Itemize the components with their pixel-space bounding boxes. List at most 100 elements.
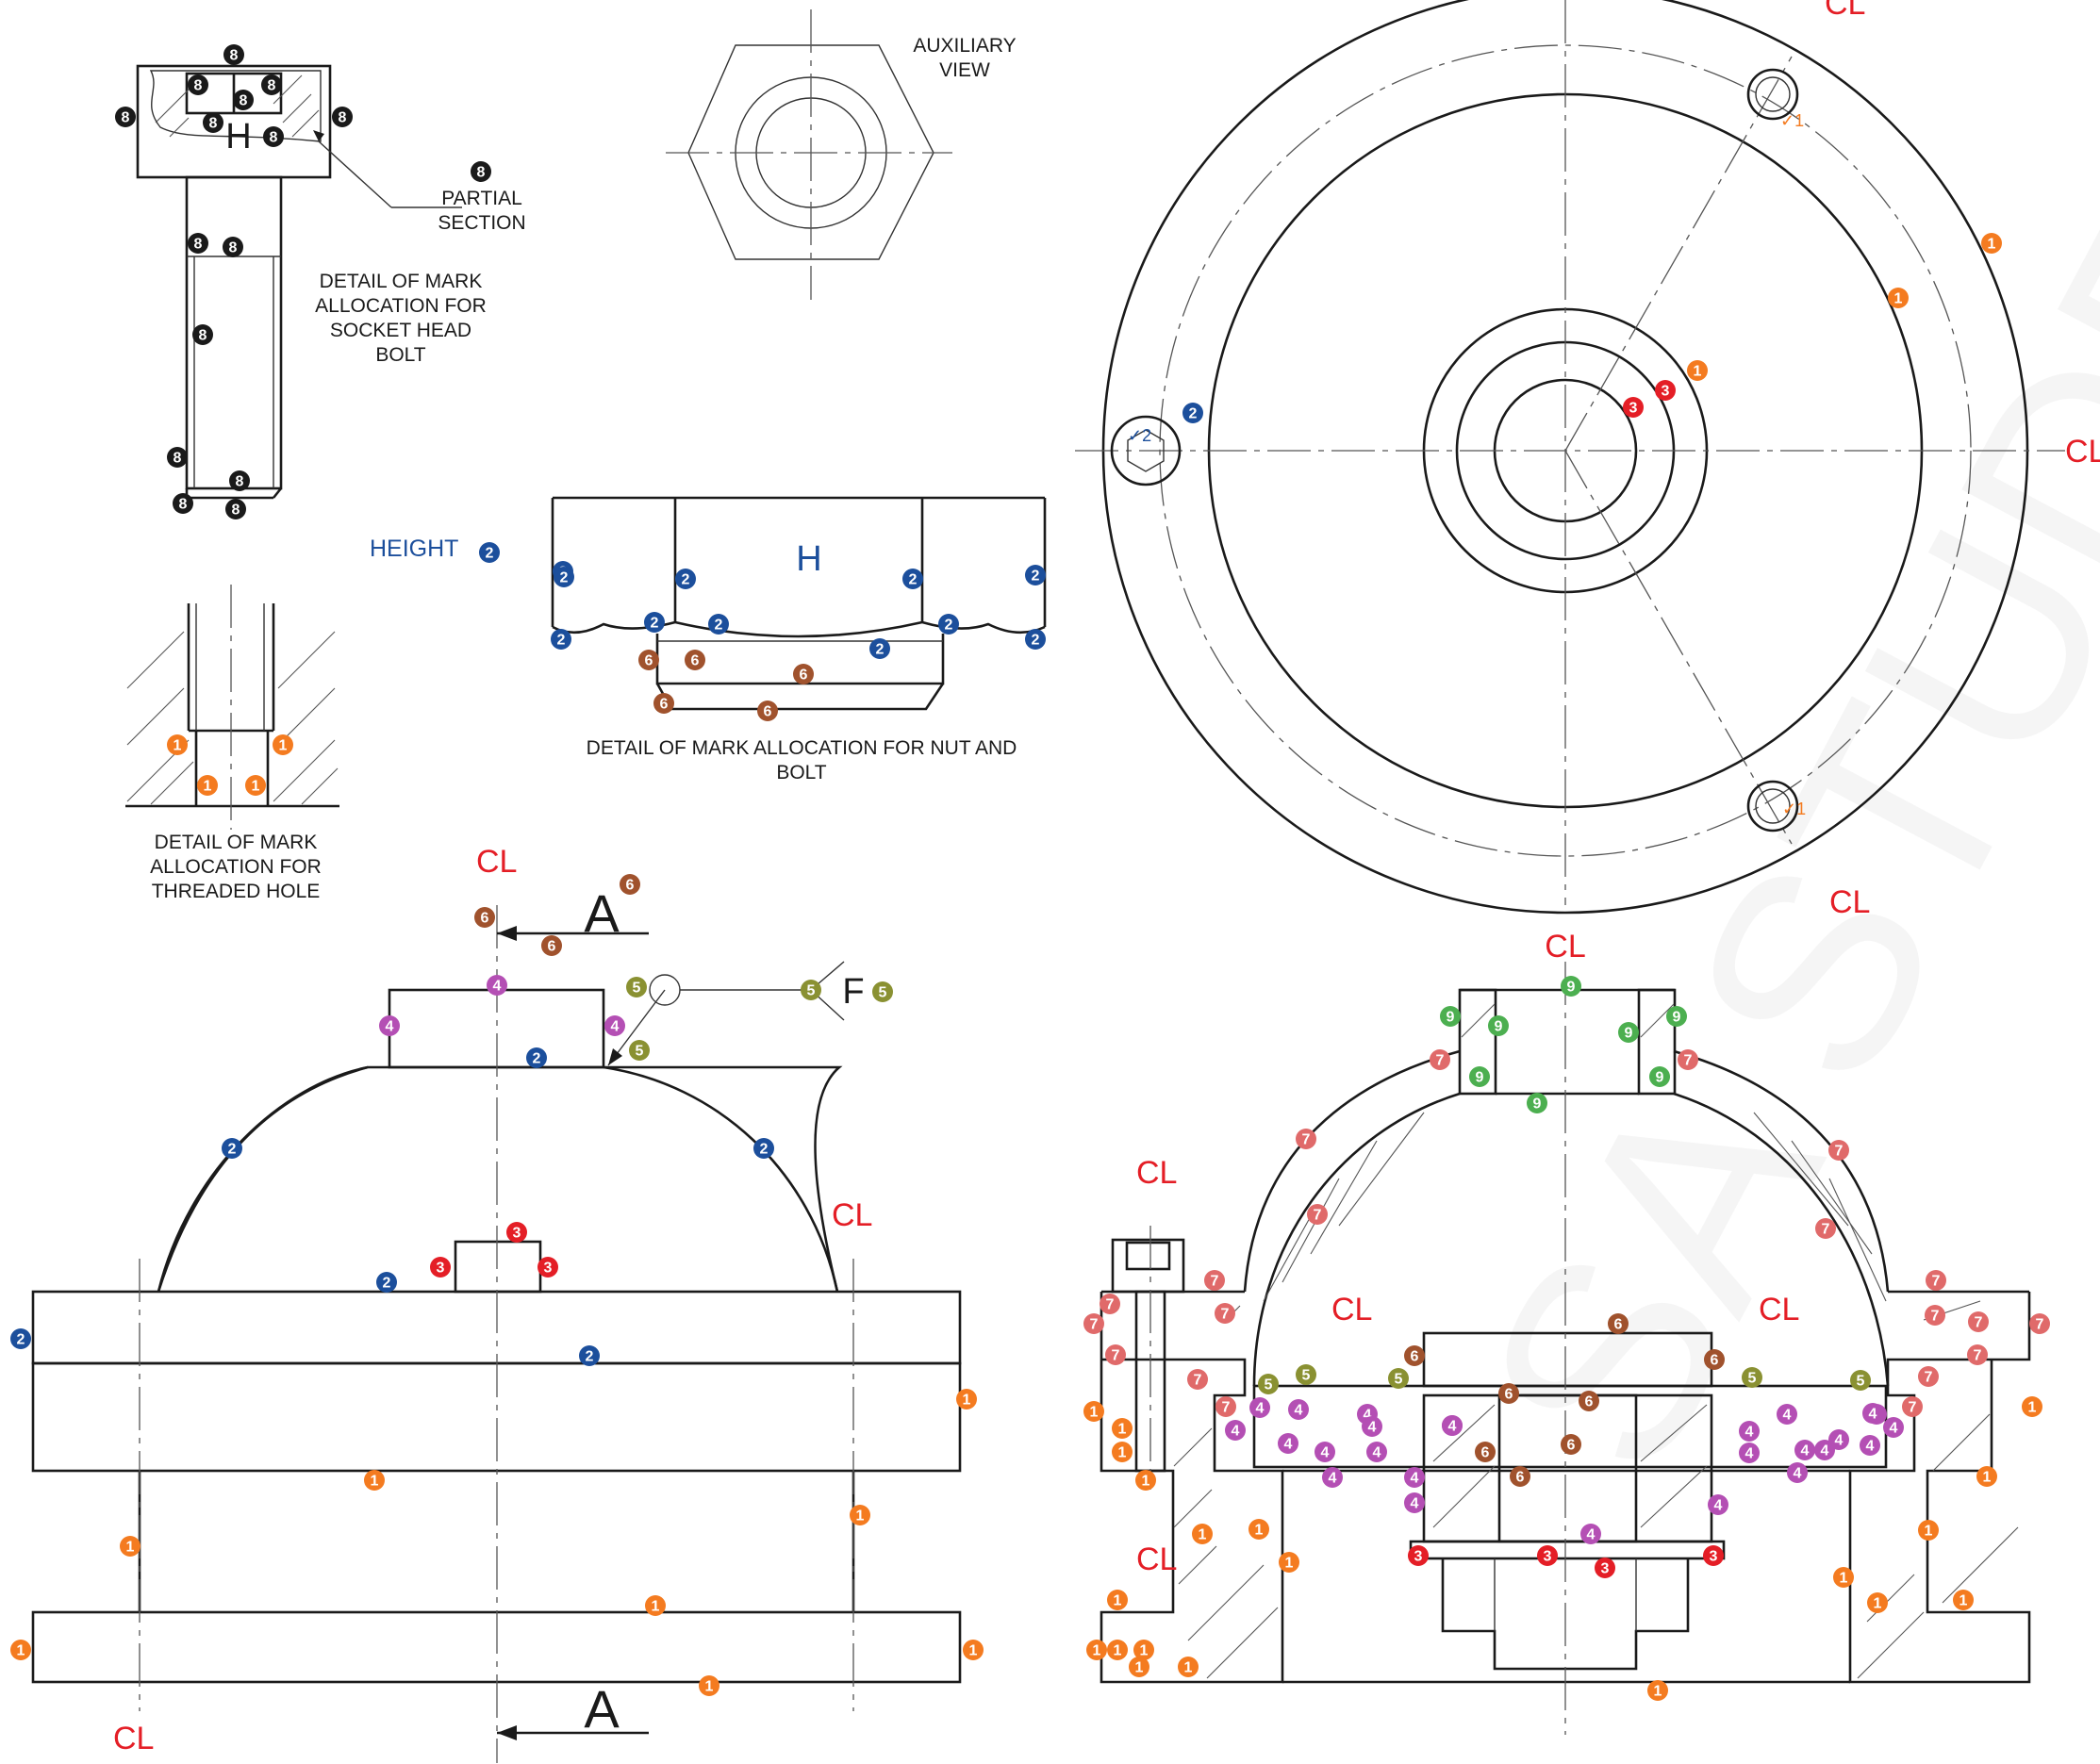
svg-text:4: 4 [1232,1424,1240,1440]
mark-1-icon: 1 [1112,1442,1133,1462]
mark-1-icon: 1 [1647,1680,1668,1701]
height-legend-label: HEIGHT [370,536,458,562]
mark-1-icon: 1 [645,1595,666,1616]
mark-7-icon: 7 [1215,1396,1236,1417]
svg-text:3: 3 [1414,1549,1423,1565]
mark-6-icon: 6 [1579,1391,1599,1411]
mark-6-icon: 6 [1608,1313,1629,1334]
svg-text:2: 2 [760,1142,769,1158]
mark-7-icon: 7 [1296,1129,1316,1149]
svg-text:6: 6 [1411,1349,1419,1365]
centre-line-label: CL [2065,434,2100,470]
svg-text:8: 8 [240,93,248,109]
svg-text:4: 4 [1364,1408,1372,1424]
svg-text:4: 4 [1890,1421,1898,1437]
mark-1-icon: 1 [2022,1396,2042,1417]
mark-2-icon: 2 [1025,565,1046,585]
mark-6-icon: 6 [1510,1466,1530,1487]
mark-1-icon: 1 [1279,1552,1299,1573]
mark-1-icon: 1 [1178,1657,1199,1677]
svg-text:1: 1 [1140,1643,1149,1659]
svg-text:4: 4 [493,979,502,995]
svg-text:6: 6 [1614,1317,1623,1333]
svg-text:2: 2 [17,1332,25,1348]
section-letter-bottom: A [584,1679,620,1739]
svg-text:7: 7 [2036,1317,2044,1333]
svg-text:3: 3 [437,1261,445,1277]
svg-text:6: 6 [1481,1445,1490,1461]
svg-text:2: 2 [1032,569,1040,585]
mark-5-icon: 5 [1296,1364,1316,1385]
svg-text:7: 7 [1684,1053,1693,1069]
mark-1-icon: 1 [1133,1640,1154,1660]
mark-8-icon: 8 [225,499,246,519]
centre-line-label: CL [1829,884,1870,920]
mark-2-icon: 2 [579,1345,600,1366]
svg-text:7: 7 [1436,1053,1445,1069]
svg-text:4: 4 [1783,1408,1792,1424]
front-elevation [31,905,962,1763]
svg-text:9: 9 [1495,1019,1503,1035]
mark-2-icon: 2 [1182,403,1203,423]
mark-2-icon: 2 [222,1138,242,1159]
mark-1-icon: 1 [245,775,266,796]
svg-text:8: 8 [270,130,278,146]
mark-1-icon: 1 [1135,1470,1156,1491]
mark-1-icon: 1 [699,1675,719,1696]
svg-text:6: 6 [1585,1394,1594,1410]
socket-bolt-caption-line2: ALLOCATION FOR [315,295,487,317]
svg-text:5: 5 [807,983,816,999]
svg-text:4: 4 [1295,1403,1303,1419]
svg-text:8: 8 [194,78,203,94]
svg-text:9: 9 [1476,1070,1484,1086]
mark-7-icon: 7 [1083,1313,1104,1334]
mark-1-icon: 1 [1953,1590,1974,1610]
svg-text:1: 1 [1285,1556,1294,1572]
threaded-hole-caption-line3: THREADED HOLE [152,881,321,902]
svg-text:7: 7 [1975,1315,1983,1331]
mark-7-icon: 7 [1828,1140,1849,1161]
svg-text:7: 7 [1909,1400,1917,1416]
svg-text:3: 3 [1710,1549,1718,1565]
svg-text:1: 1 [1184,1660,1193,1676]
svg-text:4: 4 [1745,1425,1754,1441]
svg-text:5: 5 [636,1044,644,1060]
mark-8-icon: 8 [471,161,491,182]
svg-text:8: 8 [199,328,207,344]
svg-text:6: 6 [800,668,808,684]
mark-4-icon: 4 [1249,1397,1270,1418]
svg-text:1: 1 [1983,1470,1992,1486]
hexagon-socket-icon [1127,429,1165,472]
svg-text:4: 4 [1821,1443,1829,1459]
mark-8-icon: 8 [263,126,284,147]
svg-text:3: 3 [1601,1561,1610,1577]
threaded-hole-detail [125,585,339,830]
mark-7-icon: 7 [1100,1294,1120,1314]
mark-9-icon: 9 [1561,976,1581,997]
mark-7-icon: 7 [1925,1305,1945,1326]
svg-text:4: 4 [1373,1445,1381,1461]
svg-text:7: 7 [1112,1348,1120,1364]
partial-section-line1: PARTIAL [441,188,522,209]
mark-4-icon: 4 [1322,1467,1343,1488]
mark-1-icon: 1 [850,1505,870,1525]
svg-text:1: 1 [1255,1523,1264,1539]
svg-text:1: 1 [1090,1405,1099,1421]
mark-1-icon: 1 [956,1389,977,1410]
mark-7-icon: 7 [1678,1049,1698,1070]
mark-3-icon: 3 [1623,397,1644,418]
mark-5-icon: 5 [629,1040,650,1061]
mark-9-icon: 9 [1527,1093,1547,1113]
mark-1-icon: 1 [1107,1590,1128,1610]
mark-8-icon: 8 [115,107,136,127]
mark-1-icon: 1 [1888,288,1909,308]
mark-8-icon: 8 [167,447,188,468]
svg-text:6: 6 [1711,1353,1719,1369]
svg-text:6: 6 [626,878,635,894]
svg-text:1: 1 [1118,1422,1127,1438]
mark-4-icon: 4 [1814,1440,1835,1460]
svg-text:4: 4 [1368,1420,1377,1436]
mark-3-icon: 3 [506,1222,527,1243]
mark-1-icon: 1 [1129,1657,1149,1677]
